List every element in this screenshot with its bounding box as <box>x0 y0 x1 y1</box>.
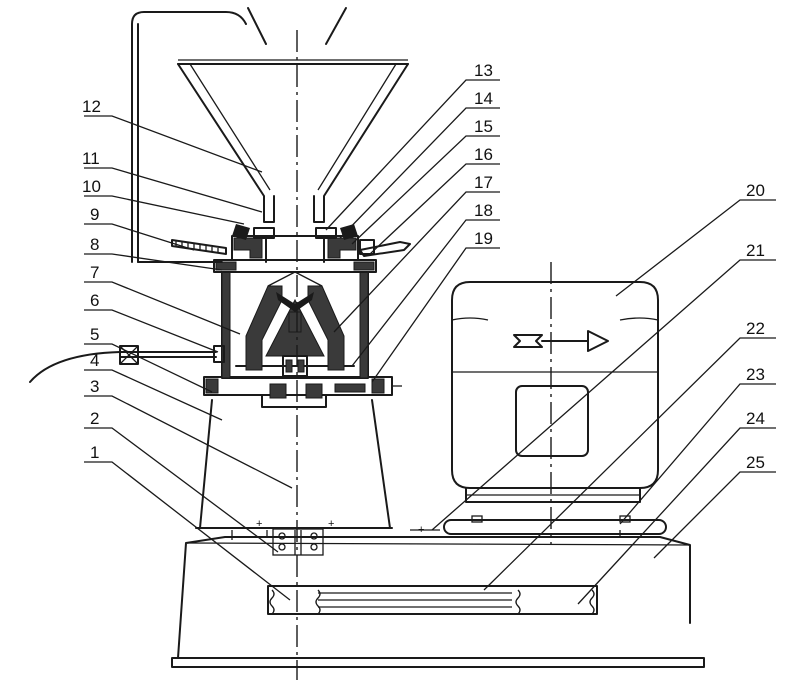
motor <box>443 281 667 535</box>
upper-cover <box>231 235 359 261</box>
hopper <box>177 59 409 223</box>
mill-head <box>171 224 411 408</box>
label-19: 19 <box>474 229 493 248</box>
adjusting-handle-left <box>171 239 227 255</box>
label-23: 23 <box>746 365 765 384</box>
return-pipe <box>29 11 247 383</box>
motor-body <box>451 281 659 489</box>
label-4: 4 <box>90 351 99 370</box>
label-21: 21 <box>746 241 765 260</box>
plus-mark-right: + <box>328 518 334 530</box>
rotor-cap <box>276 292 314 312</box>
label-16: 16 <box>474 145 493 164</box>
label-20: 20 <box>746 181 765 200</box>
label-10: 10 <box>82 177 101 196</box>
housing-top-ring <box>213 259 377 273</box>
label-6: 6 <box>90 291 99 310</box>
hopper-wall-left <box>177 63 275 223</box>
label-11: 11 <box>82 149 100 168</box>
hopper-wall-right <box>313 63 409 223</box>
label-14: 14 <box>474 89 493 108</box>
label-9: 9 <box>90 205 99 224</box>
stator-right <box>307 285 345 371</box>
pedestal: + + <box>195 399 393 556</box>
leader-lines <box>84 79 776 605</box>
label-24: 24 <box>746 409 765 428</box>
plus-mark-left: + <box>256 518 262 530</box>
valve <box>119 345 139 365</box>
stator-left <box>245 285 283 371</box>
callout-labels: 1 2 3 4 5 6 7 8 9 10 11 12 13 14 15 16 1… <box>82 61 765 472</box>
motor-terminal-box <box>515 385 589 457</box>
label-15: 15 <box>474 117 493 136</box>
base-assembly <box>171 530 705 668</box>
label-25: 25 <box>746 453 765 472</box>
label-17: 17 <box>474 173 493 192</box>
recycle-pipe <box>131 11 247 263</box>
feed-arrow-left <box>247 7 267 45</box>
rotation-arrow <box>513 330 609 352</box>
label-7: 7 <box>90 263 99 282</box>
label-12: 12 <box>82 97 101 116</box>
pedestal-body <box>199 399 391 529</box>
label-3: 3 <box>90 377 99 396</box>
base-plate <box>171 657 705 668</box>
inlet-sleeve <box>265 237 325 263</box>
label-1: 1 <box>90 443 99 462</box>
feed-arrow-right <box>325 7 347 45</box>
label-13: 13 <box>474 61 493 80</box>
label-22: 22 <box>746 319 765 338</box>
label-18: 18 <box>474 201 493 220</box>
label-8: 8 <box>90 235 99 254</box>
lower-housing <box>177 536 691 659</box>
plus-mark-motor: + <box>418 524 424 536</box>
discharge-pipe <box>29 351 217 383</box>
label-2: 2 <box>90 409 99 428</box>
label-5: 5 <box>90 325 99 344</box>
